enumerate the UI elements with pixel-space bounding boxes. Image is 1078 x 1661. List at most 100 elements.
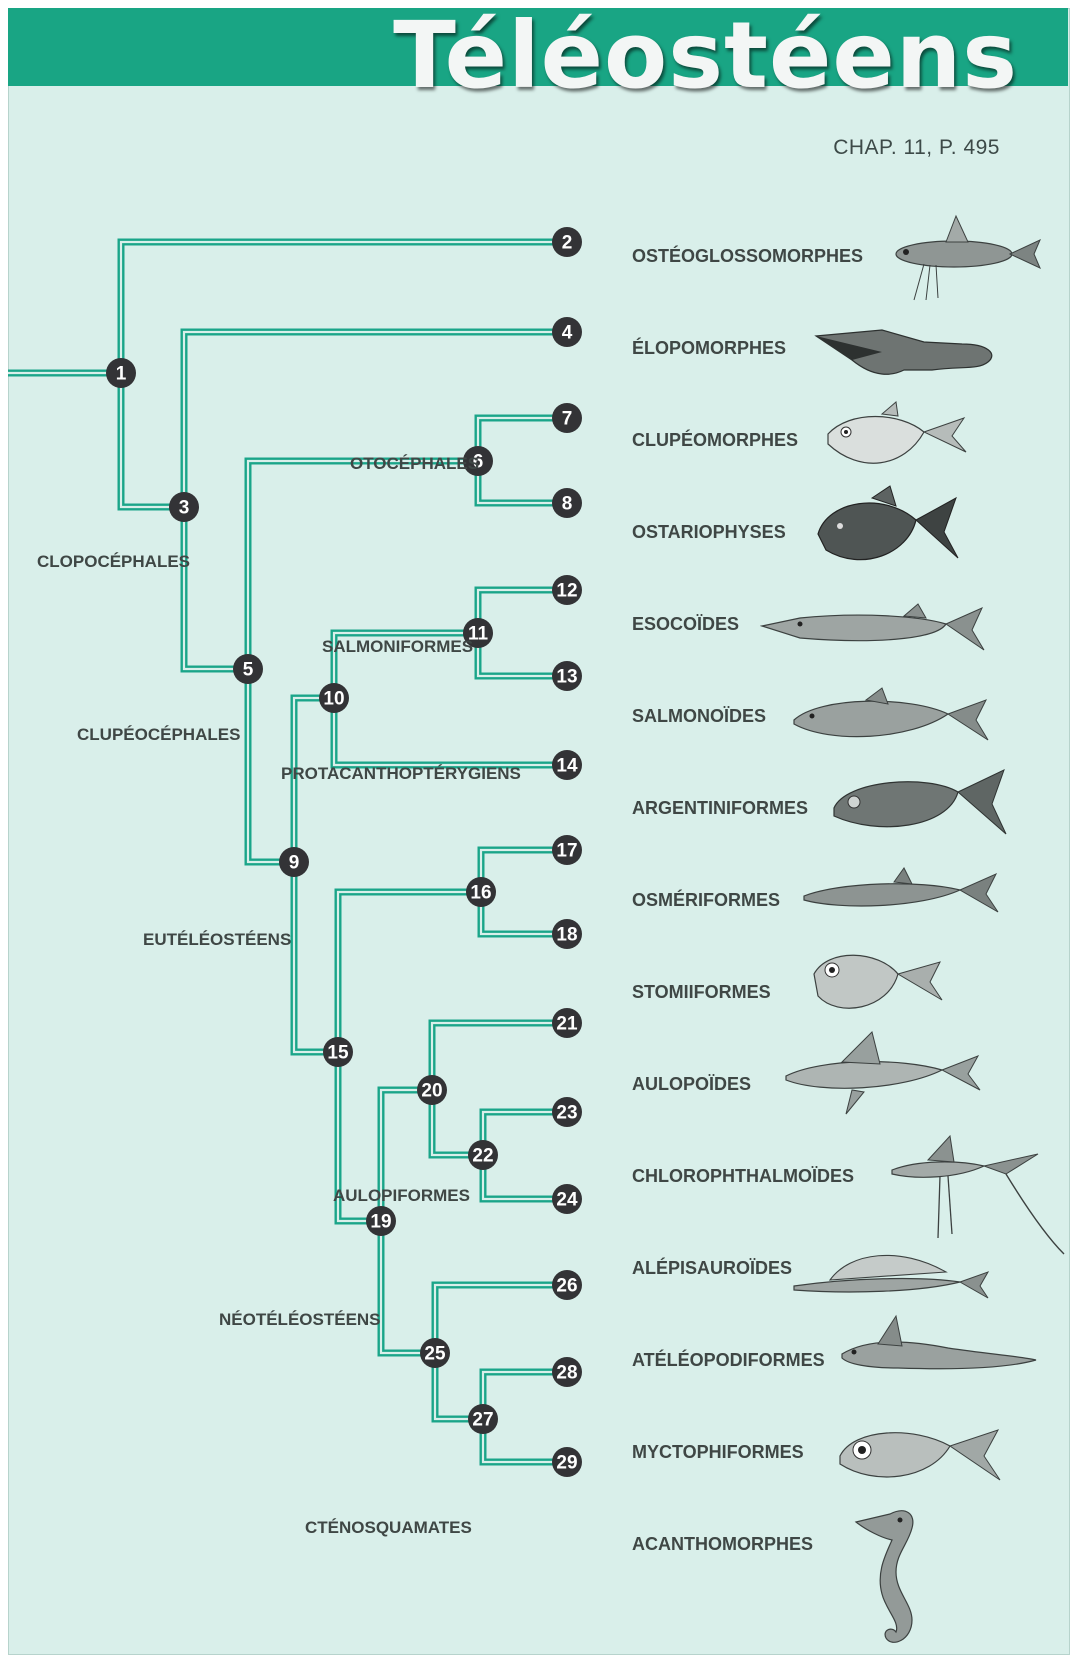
branch-n1-n2-highlight: [121, 242, 567, 373]
node-24-label: 24: [556, 1190, 578, 1211]
leaf-label-myctophiformes: MYCTOPHIFORMES: [632, 1443, 804, 1461]
branch-n1-n3-highlight: [121, 373, 184, 507]
clade-label-otocephales: OTOCÉPHALES: [350, 455, 479, 472]
branch-n10-n14: [334, 698, 567, 765]
node-8: 8: [552, 488, 582, 518]
leaf-label-osmeriformes: OSMÉRIFORMES: [632, 891, 780, 909]
node-4-label: 4: [562, 323, 573, 344]
leaf-label-clupeomorphes: CLUPÉOMORPHES: [632, 431, 798, 449]
node-5: 5: [233, 654, 263, 684]
node-24: 24: [552, 1184, 582, 1214]
node-21-label: 21: [556, 1014, 578, 1035]
leaf-label-elopomorphes: ÉLOPOMORPHES: [632, 339, 786, 357]
branch-n19-n25-highlight: [381, 1221, 435, 1353]
leaf-label-stomiiformes: STOMIIFORMES: [632, 983, 771, 1001]
leaf-label-salmonoides: SALMONOÏDES: [632, 707, 766, 725]
osmeriform-smelt-illustration: [800, 862, 1000, 922]
branch-n1-n2: [121, 242, 567, 373]
node-17-label: 17: [556, 841, 577, 862]
clade-label-euteleosteens: EUTÉLÉOSTÉENS: [143, 931, 291, 948]
node-10-label: 10: [323, 689, 344, 710]
leaf-label-ateleopodiformes: ATÉLÉOPODIFORMES: [632, 1351, 825, 1369]
acanthomorph-seahorse-illustration: [846, 1494, 966, 1654]
node-12-label: 12: [556, 581, 577, 602]
argentiniform-fish-illustration: [828, 764, 1008, 844]
node-29-label: 29: [556, 1453, 577, 1474]
salmonoid-trout-illustration: [790, 684, 990, 754]
node-7: 7: [552, 403, 582, 433]
node-7-label: 7: [562, 409, 573, 430]
node-29: 29: [552, 1447, 582, 1477]
stomiiform-hatchetfish-illustration: [808, 944, 948, 1024]
branch-n20-n21-highlight: [432, 1023, 567, 1090]
leaf-label-argentiniformes: ARGENTINIFORMES: [632, 799, 808, 817]
node-1: 1: [106, 358, 136, 388]
node-26: 26: [552, 1270, 582, 1300]
branch-n19-n25: [381, 1221, 435, 1353]
node-18-label: 18: [556, 925, 577, 946]
branch-n3-n5-highlight: [184, 507, 248, 669]
aulopoid-fish-illustration: [782, 1028, 982, 1118]
node-9: 9: [279, 847, 309, 877]
node-19: 19: [366, 1206, 396, 1236]
node-8-label: 8: [562, 494, 573, 515]
node-14: 14: [552, 750, 582, 780]
node-19-label: 19: [370, 1212, 391, 1233]
branch-n15-n16: [338, 892, 481, 1052]
node-12: 12: [552, 575, 582, 605]
branch-n25-n26: [435, 1285, 567, 1353]
branch-n9-n15-highlight: [294, 862, 338, 1052]
node-15: 15: [323, 1037, 353, 1067]
branch-n25-n26-highlight: [435, 1285, 567, 1353]
myctophiform-lanternfish-illustration: [834, 1414, 1004, 1494]
node-3-label: 3: [179, 498, 190, 519]
node-20-label: 20: [421, 1081, 442, 1102]
branch-n10-n14-highlight: [334, 698, 567, 765]
node-27-label: 27: [472, 1410, 493, 1431]
clupeomorph-fish-illustration: [820, 400, 970, 480]
node-22: 22: [468, 1140, 498, 1170]
alepisauroid-lancetfish-illustration: [790, 1232, 990, 1302]
node-25: 25: [420, 1338, 450, 1368]
node-27: 27: [468, 1404, 498, 1434]
leaf-label-alepisauroides: ALÉPISAUROÏDES: [632, 1259, 792, 1277]
clade-label-ctenosquamates: CTÉNOSQUAMATES: [305, 1519, 472, 1536]
branch-n3-n5: [184, 507, 248, 669]
clade-label-neoteleosteens: NÉOTÉLÉOSTÉENS: [219, 1311, 381, 1328]
node-4: 4: [552, 317, 582, 347]
leaf-label-ostariophyses: OSTARIOPHYSES: [632, 523, 786, 541]
branch-n20-n21: [432, 1023, 567, 1090]
branch-n9-n15: [294, 862, 338, 1052]
node-2-label: 2: [562, 233, 573, 254]
node-16: 16: [466, 877, 496, 907]
node-3: 3: [169, 492, 199, 522]
esocoid-pike-illustration: [760, 600, 990, 660]
node-17: 17: [552, 835, 582, 865]
osteoglossomorph-fish-illustration: [884, 212, 1044, 302]
clade-label-protacanthopterygiens: PROTACANTHOPTÉRYGIENS: [281, 765, 521, 782]
leaf-label-aulopoides: AULOPOÏDES: [632, 1075, 751, 1093]
leaf-label-chlorophthalmoides: CHLOROPHTHALMOÏDES: [632, 1167, 854, 1185]
node-1-label: 1: [116, 364, 127, 385]
node-28-label: 28: [556, 1363, 577, 1384]
node-25-label: 25: [424, 1344, 446, 1365]
node-14-label: 14: [556, 756, 578, 777]
node-15-label: 15: [327, 1043, 349, 1064]
node-21: 21: [552, 1008, 582, 1038]
node-26-label: 26: [556, 1276, 577, 1297]
ostariophysan-piranha-illustration: [812, 484, 962, 574]
node-16-label: 16: [470, 883, 491, 904]
node-23: 23: [552, 1097, 582, 1127]
leaf-label-osteoglossomorphes: OSTÉOGLOSSOMORPHES: [632, 247, 863, 265]
clade-label-aulopiformes: AULOPIFORMES: [333, 1187, 470, 1204]
node-22-label: 22: [472, 1146, 493, 1167]
node-23-label: 23: [556, 1103, 577, 1124]
clade-label-clupeocephales: CLUPÉOCÉPHALES: [77, 726, 240, 743]
node-18: 18: [552, 919, 582, 949]
leaf-label-esocoides: ESOCOÏDES: [632, 615, 739, 633]
branch-n1-n3: [121, 373, 184, 507]
node-20: 20: [417, 1075, 447, 1105]
node-28: 28: [552, 1357, 582, 1387]
elopomorph-eel-illustration: [812, 318, 1002, 388]
